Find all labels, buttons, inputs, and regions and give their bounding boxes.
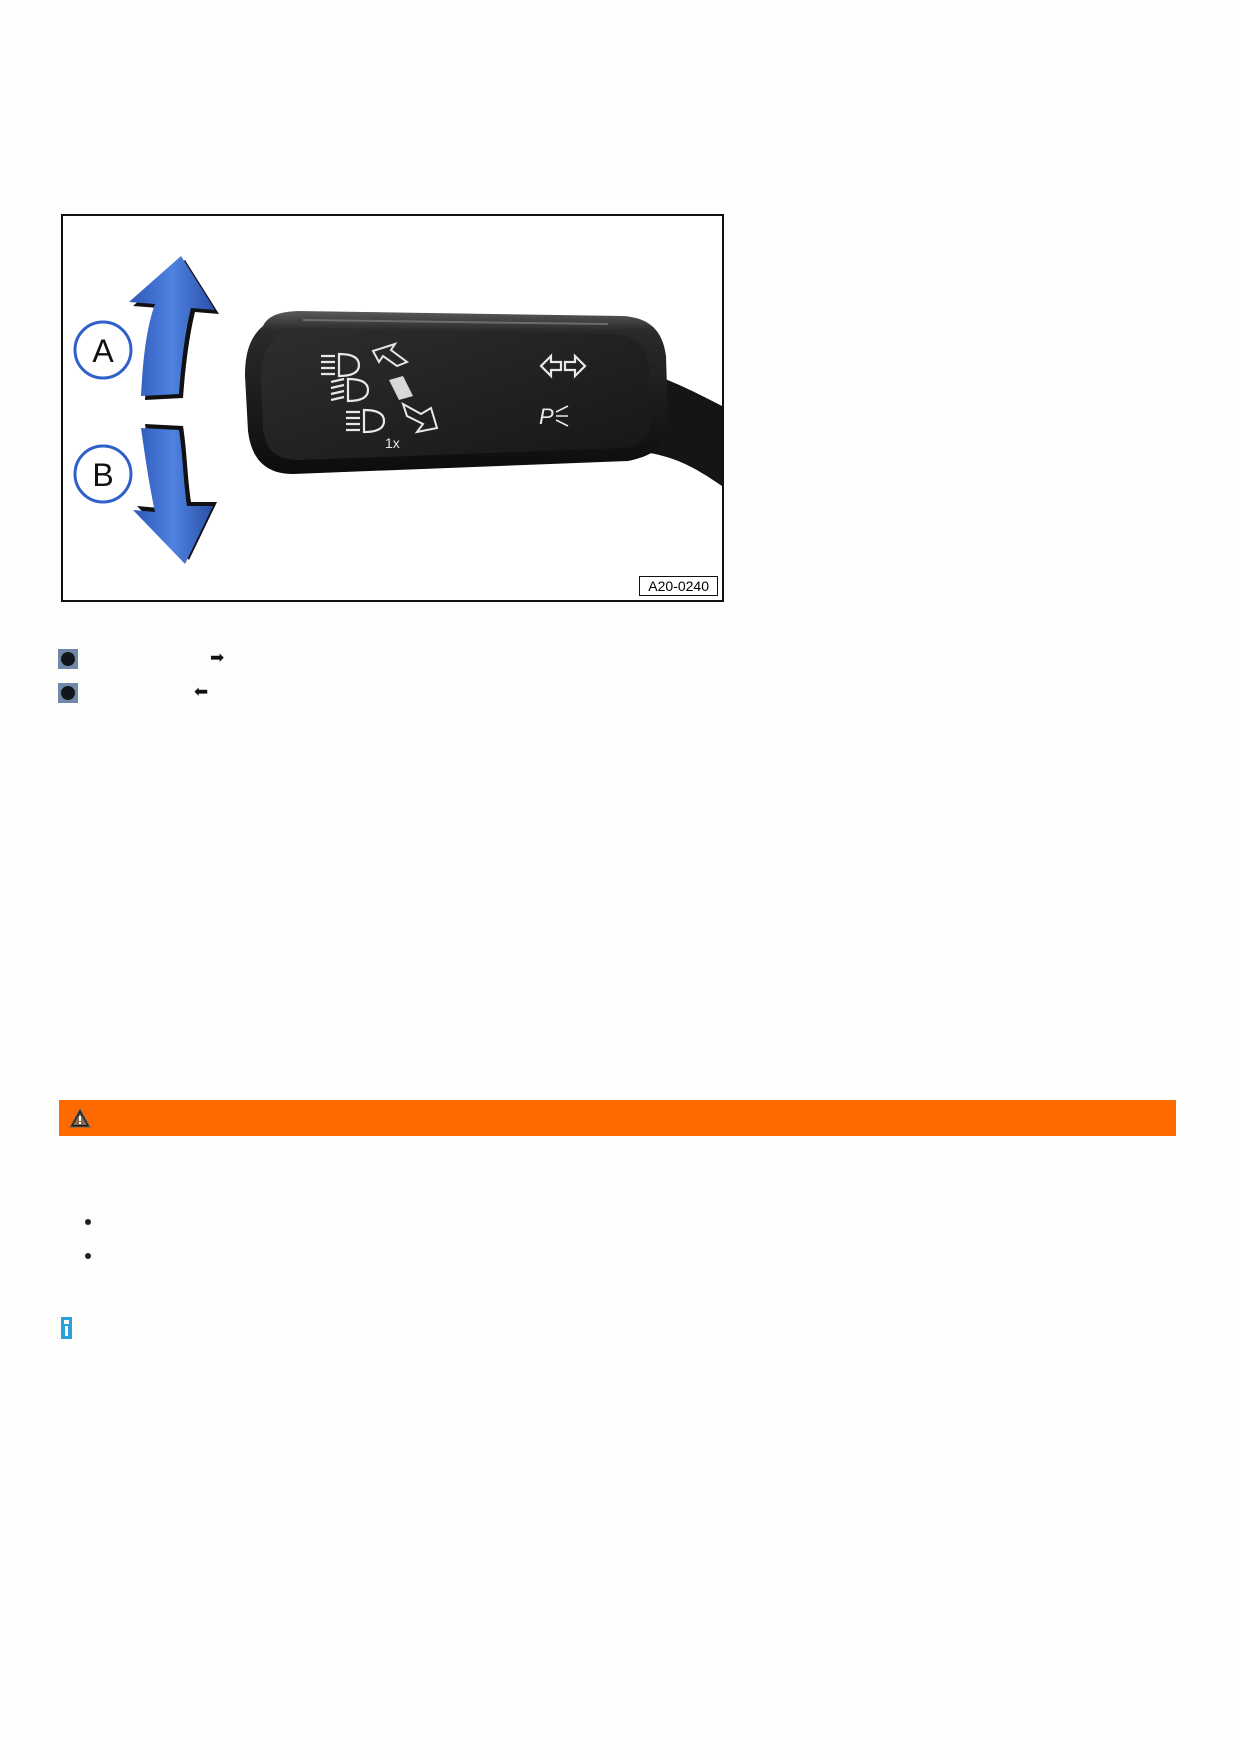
low-beam-icon — [330, 377, 370, 403]
one-time-label: 1x — [385, 435, 400, 451]
parking-light-icon: P — [539, 404, 569, 429]
detent-mark — [389, 376, 413, 400]
list-bullet — [85, 1219, 91, 1225]
arrow-down-icon — [133, 424, 217, 564]
high-beam-icon — [321, 352, 361, 378]
push-arrow-icon — [371, 342, 410, 368]
svg-text:A: A — [92, 333, 114, 369]
callout-b: B — [73, 444, 133, 504]
warning-banner — [59, 1100, 1176, 1136]
svg-text:B: B — [92, 457, 113, 493]
list-bullet — [85, 1253, 91, 1259]
figure-code: A20-0240 — [639, 576, 718, 596]
arrow-up-icon — [129, 256, 219, 400]
stalk-body — [245, 311, 668, 474]
stalk-illustration: A B 1x — [73, 256, 722, 564]
pull-arrow-icon — [401, 401, 439, 434]
info-icon — [61, 1317, 72, 1339]
bullet-square-icon — [58, 683, 78, 703]
right-arrow-icon: ➡ — [210, 648, 225, 667]
flash-beam-icon — [346, 408, 386, 434]
svg-text:P: P — [539, 404, 554, 429]
bullet-square-icon — [58, 649, 78, 669]
turn-signal-icon — [539, 353, 587, 379]
warning-triangle-icon — [69, 1108, 91, 1128]
callout-a: A — [73, 320, 133, 380]
left-arrow-icon: ⬅ — [194, 682, 209, 701]
figure-turn-signal-stalk: A B 1x — [61, 214, 724, 602]
